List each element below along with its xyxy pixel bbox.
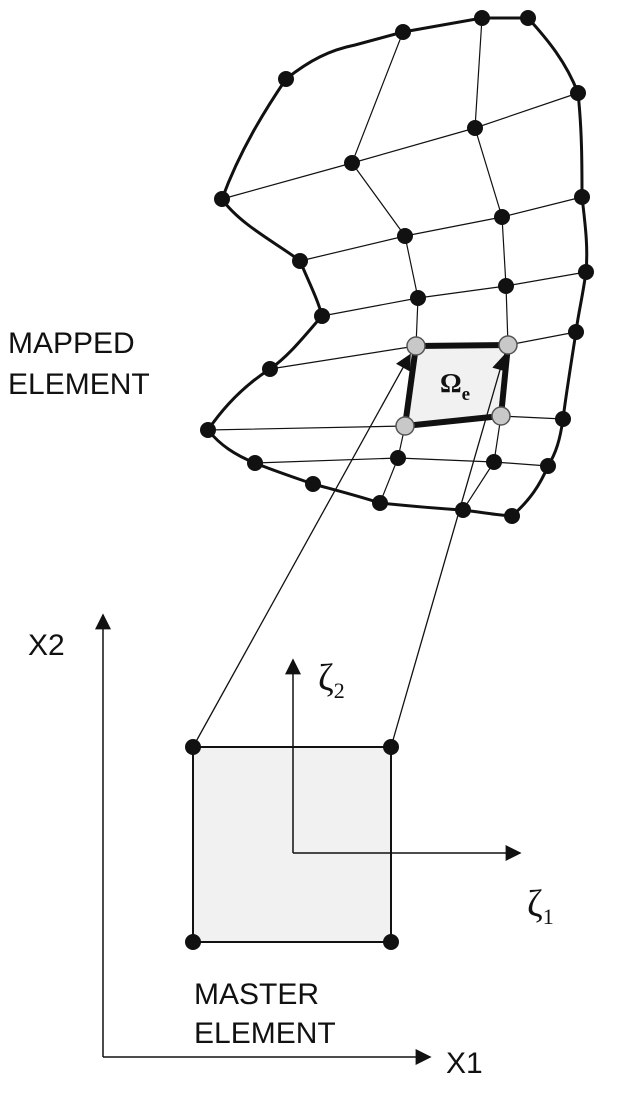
global-axes <box>95 613 432 1065</box>
mesh-node <box>314 308 330 324</box>
master-element-label-line1: MASTER <box>194 978 319 1011</box>
mesh-node <box>498 278 514 294</box>
mesh-node <box>262 361 278 377</box>
mapping-arrow <box>390 354 508 748</box>
mapping-arrows <box>192 353 508 748</box>
element-corner-node <box>491 406 511 426</box>
mapping-arrow <box>192 353 411 748</box>
master-node <box>383 934 399 950</box>
omega-e-label: Ωe <box>440 368 470 405</box>
master-element <box>192 746 392 943</box>
mesh-nodes <box>200 10 594 524</box>
mesh-node <box>390 450 406 466</box>
mesh-line <box>321 271 587 317</box>
mesh-line <box>221 92 579 200</box>
mesh-node <box>520 10 536 26</box>
mesh-node <box>247 455 263 471</box>
mesh-node <box>570 85 586 101</box>
zeta1-label: ζ1 <box>527 883 554 929</box>
mesh-node <box>574 189 590 205</box>
master-node <box>185 934 201 950</box>
mapped-element-label-line1: MAPPED <box>8 327 135 360</box>
mesh-node <box>486 454 502 470</box>
mapped-mesh <box>207 17 587 511</box>
master-element-label-line2: ELEMENT <box>194 1017 336 1050</box>
element-corner-node <box>395 416 415 436</box>
element-corner-node <box>498 335 518 355</box>
x1-label: X1 <box>446 1047 483 1080</box>
mesh-line <box>299 196 583 262</box>
mesh-node <box>555 411 571 427</box>
mesh-node <box>214 191 230 207</box>
mesh-node <box>578 264 594 280</box>
zeta2-label: ζ2 <box>318 657 345 703</box>
mesh-node <box>200 422 216 438</box>
mesh-node <box>504 508 520 524</box>
mesh-node <box>278 71 294 87</box>
mesh-node <box>397 228 413 244</box>
mesh-line <box>462 17 509 511</box>
mesh-node <box>474 10 490 26</box>
mesh-node <box>540 458 556 474</box>
element-corner-nodes <box>395 335 518 436</box>
mesh-node <box>305 476 321 492</box>
master-node <box>185 739 201 755</box>
mapped-element-label-line2: ELEMENT <box>8 368 150 401</box>
mapped-boundary <box>206 16 589 518</box>
mesh-line <box>254 457 549 467</box>
master-node <box>383 739 399 755</box>
mesh-node <box>372 495 388 511</box>
local-axes <box>285 658 522 861</box>
mesh-node <box>344 155 360 171</box>
element-corner-node <box>406 336 426 356</box>
mesh-node <box>568 324 584 340</box>
mesh-node <box>395 24 411 40</box>
master-nodes <box>185 739 399 950</box>
x2-label: X2 <box>28 629 65 662</box>
mesh-node <box>494 209 510 225</box>
mesh-node <box>410 290 426 306</box>
mesh-node <box>292 253 308 269</box>
mesh-node <box>467 120 483 136</box>
